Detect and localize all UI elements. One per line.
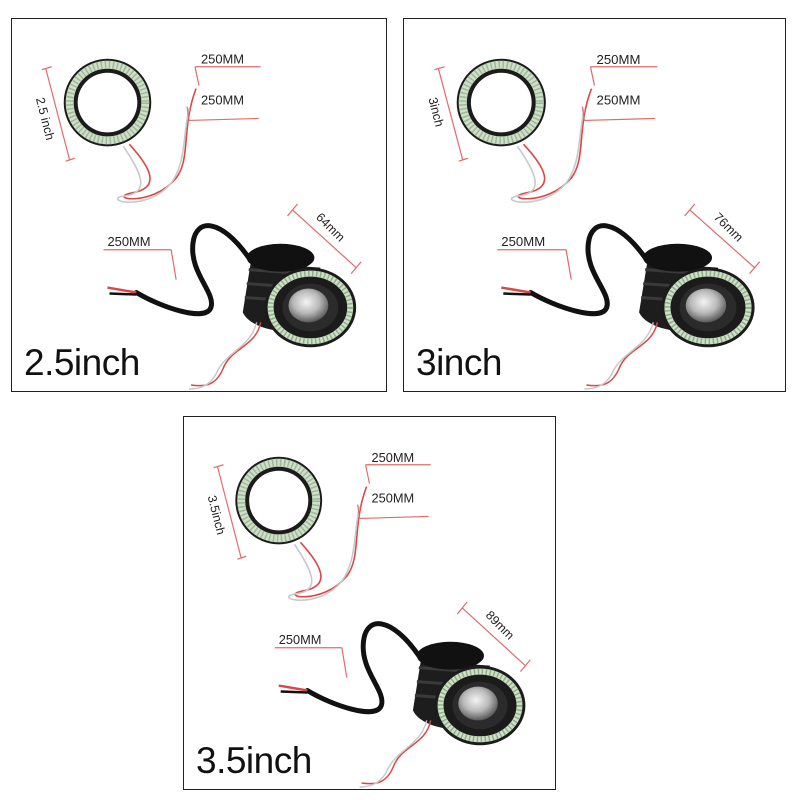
wire-annotations: 250MM 250MM xyxy=(581,52,658,122)
cable-tip-black xyxy=(503,292,531,296)
product-illustration: 2.5 inch 250MM 250MM xyxy=(33,52,362,390)
ring-dimension-label: 2.5 inch xyxy=(33,96,57,142)
halo-ring-image xyxy=(63,58,152,147)
power-cable xyxy=(304,621,422,715)
wire-length-label-1: 250MM xyxy=(597,52,641,67)
diameter-label: 89mm xyxy=(483,608,517,642)
wire-length-label-1: 250MM xyxy=(371,450,414,465)
projector-housing-image xyxy=(639,243,755,348)
ring-wires xyxy=(116,88,197,203)
projector-housing-image xyxy=(242,243,357,348)
cable-tip-red xyxy=(107,286,137,294)
cable-tip-red xyxy=(501,286,531,294)
wire-annotations: 250MM 250MM xyxy=(186,52,261,122)
product-illustration: 3.5inch 250MM 250MM xyxy=(205,450,531,788)
wire-length-label-1: 250MM xyxy=(201,52,244,67)
cable-tip-black xyxy=(280,690,308,694)
cable-annotation: 250MM xyxy=(274,632,348,678)
housing-wires xyxy=(584,322,659,390)
diameter-label: 64mm xyxy=(313,210,347,244)
housing-wires xyxy=(359,720,432,788)
product-panel-3-inch: 3inch 250MM 250MM xyxy=(403,18,786,392)
projector-housing-image xyxy=(412,641,526,746)
cable-annotation: 250MM xyxy=(497,234,572,280)
wire-length-label-2: 250MM xyxy=(201,93,244,108)
power-cable xyxy=(133,223,252,317)
size-label: 3.5inch xyxy=(196,740,312,781)
size-label: 2.5inch xyxy=(24,342,140,383)
cable-length-label: 250MM xyxy=(501,234,545,249)
wire-length-label-2: 250MM xyxy=(371,490,414,505)
ring-dimension-label: 3inch xyxy=(425,96,446,128)
wire-annotations: 250MM 250MM xyxy=(357,450,431,520)
cable-length-label: 250MM xyxy=(279,632,322,647)
diameter-label: 76mm xyxy=(711,210,746,244)
ring-dimension-label: 3.5inch xyxy=(205,494,228,536)
product-panel-2-5-inch: 2.5 inch 250MM 250MM xyxy=(11,18,387,392)
ring-wires xyxy=(510,88,593,203)
housing-wires xyxy=(189,322,262,390)
ring-wires xyxy=(287,486,368,601)
cable-length-label: 250MM xyxy=(107,234,150,249)
product-panel-3-5-inch: 3.5inch 250MM 250MM xyxy=(183,416,556,790)
halo-ring-image xyxy=(235,456,323,545)
cable-annotation: 250MM xyxy=(103,234,177,280)
halo-ring-image xyxy=(456,58,546,147)
product-illustration: 3inch 250MM 250MM xyxy=(425,52,761,390)
size-label: 3inch xyxy=(416,342,502,383)
power-cable xyxy=(528,223,648,317)
cable-tip-red xyxy=(278,684,308,692)
cable-tip-black xyxy=(109,292,137,296)
wire-length-label-2: 250MM xyxy=(597,93,641,108)
